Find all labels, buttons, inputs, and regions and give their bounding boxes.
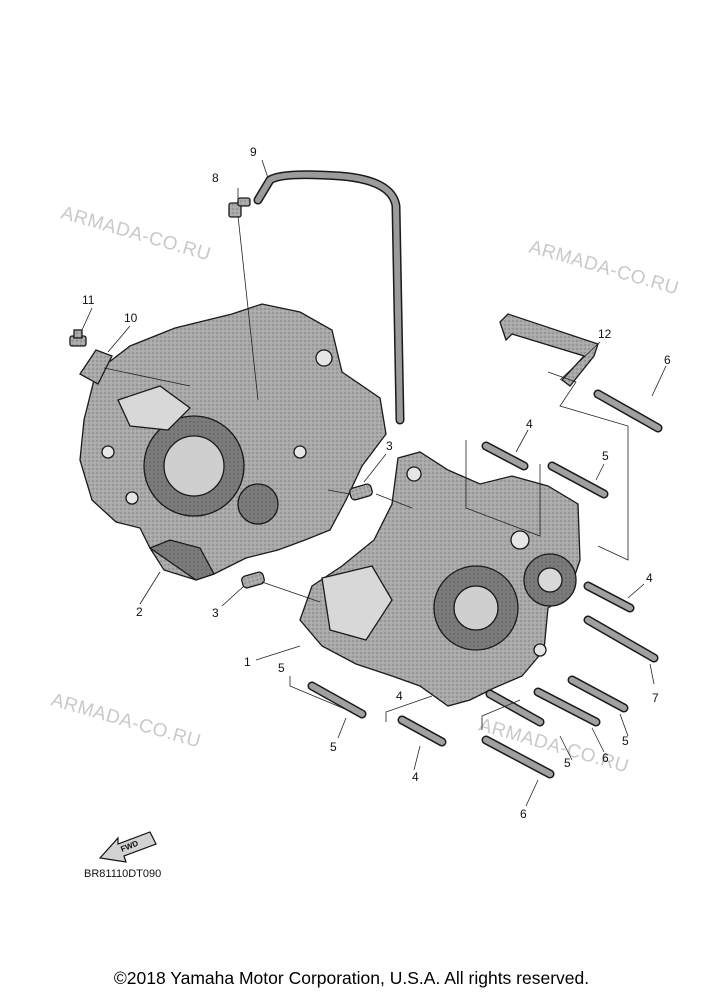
callout-3: 3 — [386, 439, 393, 453]
watermark: ARMADA-CO.RU — [49, 690, 204, 753]
callout-5: 5 — [564, 756, 571, 770]
callout-12: 12 — [598, 327, 612, 341]
dowel-pin — [349, 483, 373, 501]
hose-fitting — [228, 197, 251, 218]
callout-2: 2 — [136, 605, 143, 619]
hose-clip — [499, 313, 599, 387]
callout-5: 5 — [622, 734, 629, 748]
callout-4: 4 — [412, 770, 419, 784]
callout-5: 5 — [330, 740, 337, 754]
watermark: ARMADA-CO.RU — [59, 203, 214, 266]
callout-5: 5 — [278, 661, 285, 675]
bolt — [583, 581, 635, 613]
diagram-code: BR81110DT090 — [84, 868, 161, 880]
callout-4: 4 — [396, 689, 403, 703]
callout-9: 9 — [250, 145, 257, 159]
leader-lines — [81, 159, 667, 807]
callout-8: 8 — [212, 171, 219, 185]
bolt — [485, 689, 545, 727]
callout-5: 5 — [602, 449, 609, 463]
bolt — [481, 441, 529, 471]
callout-6: 6 — [520, 807, 527, 821]
crankcase-left — [79, 303, 387, 581]
gasket-plate — [79, 349, 113, 385]
forward-arrow-icon: FWD — [98, 831, 157, 863]
dowel-pin — [241, 571, 265, 589]
callout-6: 6 — [664, 353, 671, 367]
crankcase-right — [299, 451, 581, 707]
bolt — [533, 687, 601, 727]
callout-3: 3 — [212, 606, 219, 620]
bolt-long — [583, 615, 659, 663]
callout-11: 11 — [82, 293, 95, 307]
copyright-notice: ©2018 Yamaha Motor Corporation, U.S.A. A… — [113, 968, 590, 988]
bolt-long — [481, 735, 555, 779]
bolt — [307, 681, 367, 719]
watermark: ARMADA-CO.RU — [527, 237, 682, 300]
callout-4: 4 — [526, 417, 533, 431]
callout-7: 7 — [652, 691, 659, 705]
callout-4: 4 — [646, 571, 653, 585]
bolt — [397, 715, 447, 747]
bolt-long — [593, 389, 663, 433]
callout-6: 6 — [602, 751, 609, 765]
callout-1: 1 — [244, 655, 251, 669]
bolt — [567, 675, 629, 713]
bolt-small — [69, 329, 87, 347]
callout-10: 10 — [124, 311, 138, 325]
bolt — [547, 461, 609, 499]
